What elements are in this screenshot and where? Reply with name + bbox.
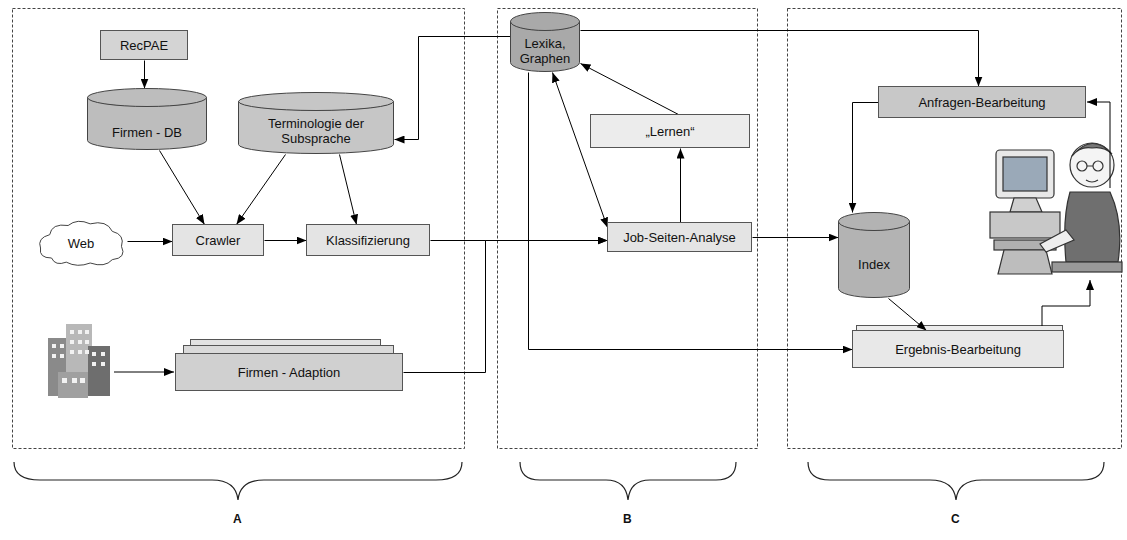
connector-arrow [237, 155, 286, 225]
building-icon [48, 324, 110, 398]
connector-arrow [553, 73, 608, 228]
connector-arrow [395, 37, 511, 140]
node-text: „Lernen“ [597, 124, 743, 139]
node-text: Web [47, 236, 115, 251]
database-cylinder: Lexika, Graphen [510, 12, 580, 72]
process-box: Anfragen-Bearbeitung [878, 86, 1086, 118]
node-text: RecPAE [107, 38, 181, 53]
source-box: RecPAE [100, 30, 188, 60]
connector-arrow [404, 241, 608, 373]
process-box: Klassifizierung [306, 224, 430, 256]
process-box: Firmen - Adaption [175, 353, 403, 391]
input-arrow [114, 372, 174, 373]
node-text: Firmen - DB [91, 125, 203, 140]
part-label: C [951, 512, 960, 526]
node-text: Ergebnis-Bearbeitung [859, 342, 1057, 357]
web-cloud: Web [35, 218, 127, 268]
database-cylinder: Index [838, 212, 910, 298]
database-cylinder: Firmen - DB [87, 88, 207, 150]
node-text: Firmen - Adaption [182, 365, 396, 380]
connector-arrow [853, 103, 879, 213]
process-box: „Lernen“ [590, 114, 750, 148]
cylinder-outline [838, 212, 910, 298]
connector-arrow [160, 151, 205, 225]
cylinder-outline [87, 88, 207, 150]
part-label: B [623, 512, 632, 526]
node-text: Lexika, Graphen [514, 36, 576, 66]
connector-arrow [340, 155, 357, 225]
connector-arrow [128, 241, 173, 242]
brace [14, 462, 1104, 500]
connector-arrow [265, 240, 307, 241]
part-label: A [233, 512, 242, 526]
connector-arrow [144, 61, 145, 89]
connector-arrow [529, 73, 853, 350]
connector-arrow [889, 299, 927, 331]
connector-arrow [581, 31, 979, 87]
connector-arrow [581, 64, 679, 115]
process-box: Crawler [172, 224, 264, 256]
user-arrow [1042, 280, 1090, 326]
user-icon [990, 143, 1122, 274]
connector-arrow [680, 149, 681, 223]
process-box: Ergebnis-Bearbeitung [852, 330, 1064, 368]
node-text: Anfragen-Bearbeitung [885, 95, 1079, 110]
database-cylinder: Terminologie der Subsprache [238, 92, 394, 154]
panel-frame [13, 9, 1122, 449]
node-text: Terminologie der Subsprache [242, 116, 390, 146]
node-text: Klassifizierung [313, 233, 423, 248]
node-text: Job-Seiten-Analyse [614, 230, 745, 245]
user-arrow [1087, 102, 1110, 188]
node-text: Index [842, 257, 906, 272]
connector-arrow [753, 237, 839, 238]
process-box: Job-Seiten-Analyse [607, 222, 752, 252]
node-text: Crawler [179, 233, 257, 248]
